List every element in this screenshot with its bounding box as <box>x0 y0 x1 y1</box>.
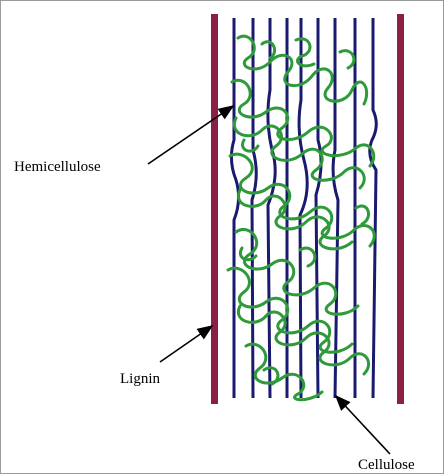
cellulose-fiber <box>370 18 377 398</box>
cellulose-fiber <box>268 18 275 398</box>
cellulose-fiber <box>252 18 256 398</box>
lignin-bar-left <box>211 14 218 404</box>
lignin-bar-right <box>397 14 404 404</box>
cellulose-label: Cellulose <box>358 457 415 473</box>
lignin-arrow <box>160 326 212 362</box>
cellulose-fiber <box>231 18 238 398</box>
cellulose-arrow <box>336 396 390 454</box>
hemicellulose-arrow <box>148 106 233 164</box>
hemicellulose-label: Hemicellulose <box>14 159 101 175</box>
lignin-label: Lignin <box>120 371 160 387</box>
cellulose-fiber <box>333 18 338 398</box>
